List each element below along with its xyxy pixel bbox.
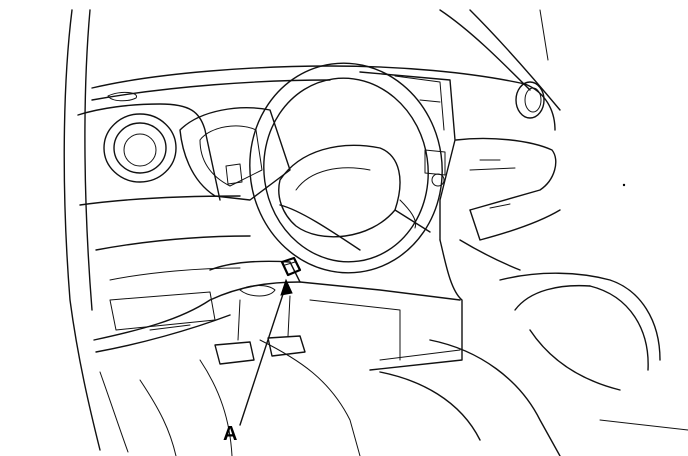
lower-dash-panel — [209, 260, 301, 297]
pedals — [214, 295, 306, 365]
dashboard-body — [77, 103, 301, 353]
callout-label-a: A — [223, 423, 238, 445]
passenger-dash — [455, 137, 661, 391]
dashboard-top — [91, 65, 556, 131]
floor-and-seat — [139, 339, 688, 456]
center-console — [299, 71, 463, 371]
callout-leader-line — [239, 278, 293, 426]
steering-wheel — [249, 62, 443, 274]
stray-dot — [622, 183, 626, 187]
cabin-frame — [63, 9, 561, 453]
instrument-cluster — [179, 107, 291, 201]
switch-component — [280, 256, 302, 277]
